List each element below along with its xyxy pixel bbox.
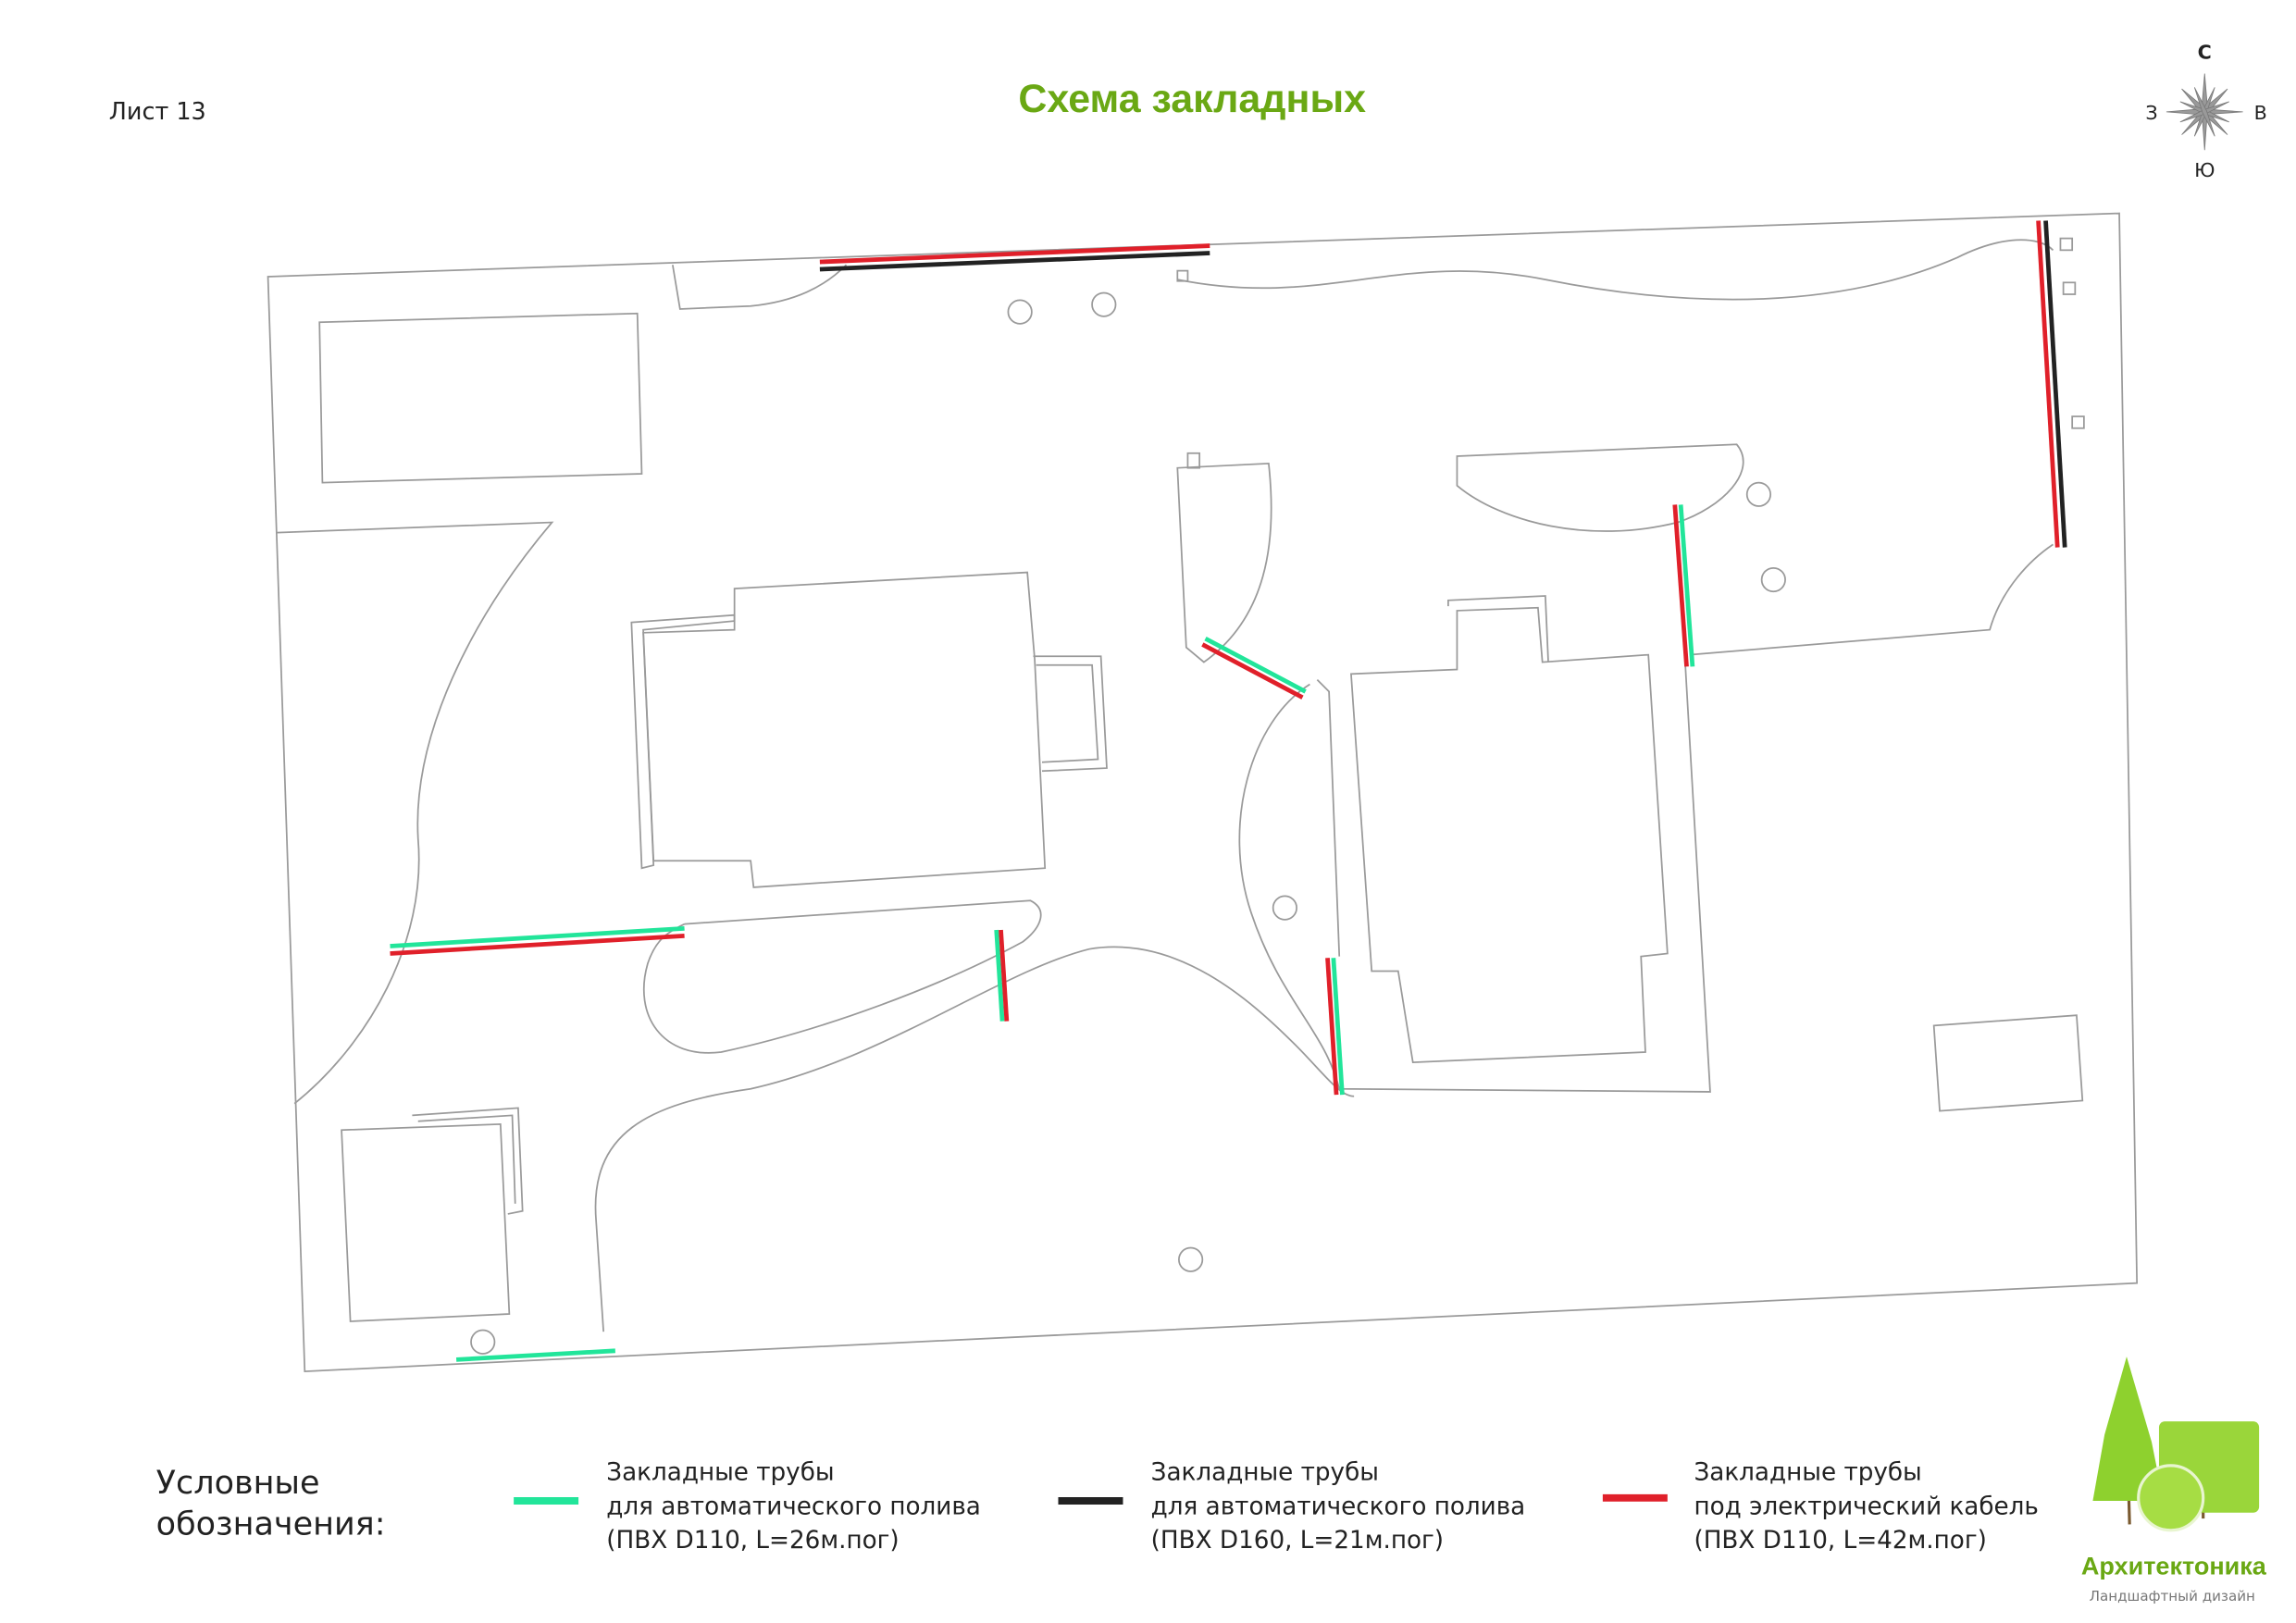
legend-item-1-line1: Закладные трубы bbox=[606, 1459, 834, 1487]
legend-item-2-line2: для автоматического полива bbox=[1151, 1493, 1526, 1520]
sheet-number: Лист 13 bbox=[109, 97, 206, 125]
pipe-cable bbox=[819, 243, 1210, 265]
compass-rose-icon: С Ю З В bbox=[2145, 42, 2266, 181]
pipe-irrigation-d110 bbox=[1331, 958, 1345, 1096]
page-title: Схема закладных bbox=[1018, 77, 1366, 121]
building-sw bbox=[341, 1123, 511, 1322]
pipe-cable bbox=[999, 929, 1010, 1022]
embedded-pipes bbox=[390, 220, 2067, 1362]
legend-item-3-line3: (ПВХ D110, L=42м.пог) bbox=[1694, 1527, 1986, 1555]
plan-outlines bbox=[267, 212, 2139, 1372]
compass-north: С bbox=[2198, 42, 2212, 64]
rect-area-se bbox=[1932, 1014, 2084, 1112]
pipe-irrigation-d110 bbox=[455, 1348, 615, 1362]
pipe-irrigation-d160 bbox=[2043, 220, 2067, 548]
pipe-irrigation-d110 bbox=[390, 926, 685, 948]
legend: Условные обозначения: Закладные трубы дл… bbox=[156, 1459, 2039, 1555]
pipe-cable bbox=[390, 933, 685, 956]
pipe-irrigation-d110 bbox=[994, 929, 1005, 1022]
pipe-irrigation-d110 bbox=[1204, 637, 1307, 694]
house-left bbox=[642, 571, 1047, 888]
pipe-irrigation-d110 bbox=[1678, 504, 1695, 667]
legend-item-3-line1: Закладные трубы bbox=[1694, 1459, 1921, 1487]
company-logo: Архитектоника Ландшафтный дизайн bbox=[2081, 1357, 2267, 1604]
pipe-cable bbox=[2036, 220, 2060, 548]
logo-tagline: Ландшафтный дизайн bbox=[2090, 1588, 2255, 1604]
plot-boundary bbox=[267, 212, 2139, 1372]
legend-item-1-line3: (ПВХ D110, L=26м.пог) bbox=[606, 1527, 899, 1555]
logo-name: Архитектоника bbox=[2081, 1553, 2267, 1580]
legend-item-1-line2: для автоматического полива bbox=[606, 1493, 981, 1520]
legend-item-2-line1: Закладные трубы bbox=[1151, 1459, 1379, 1487]
pipe-irrigation-d160 bbox=[819, 251, 1210, 272]
pipe-cable bbox=[1325, 958, 1339, 1096]
legend-heading-1: Условные bbox=[156, 1465, 320, 1502]
pipe-cable bbox=[1201, 642, 1304, 700]
compass-south: Ю bbox=[2194, 159, 2215, 181]
legend-item-2-line3: (ПВХ D160, L=21м.пог) bbox=[1151, 1527, 1444, 1555]
house-right bbox=[1350, 606, 1669, 1064]
legend-heading-2: обозначения: bbox=[156, 1506, 386, 1543]
compass-east: В bbox=[2254, 102, 2267, 124]
rect-area-nw bbox=[318, 312, 643, 484]
compass-west: З bbox=[2145, 102, 2157, 124]
legend-item-3-line2: под электрический кабель bbox=[1694, 1493, 2038, 1520]
trees-icon bbox=[2092, 1357, 2260, 1532]
pipe-cable bbox=[1672, 504, 1689, 667]
